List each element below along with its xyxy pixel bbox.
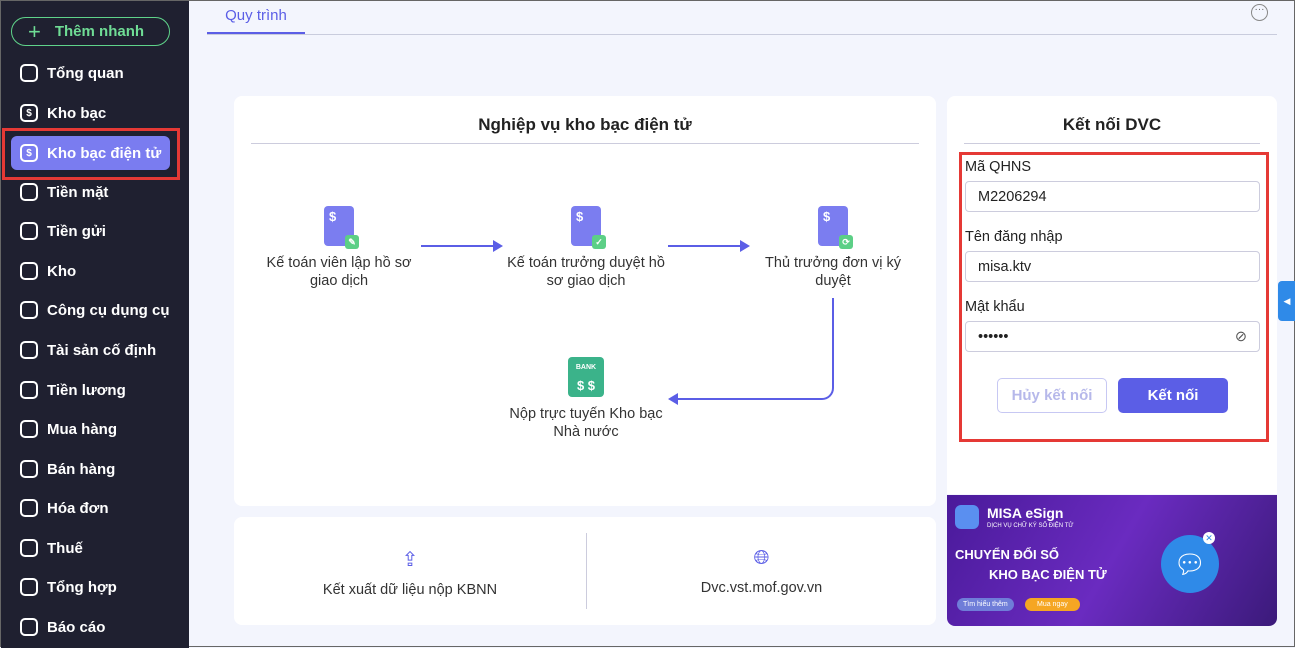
report-icon	[20, 618, 38, 636]
truck-icon	[20, 341, 38, 359]
sidebar-item-label: Tiền mặt	[47, 183, 109, 201]
sidebar: +Thêm nhanh Tổng quan $ Kho bạc $ Kho bạc đi…	[1, 1, 189, 648]
dvc-title: Kết nối DVC	[1062, 115, 1162, 134]
sidebar-item-9[interactable]: Mua hàng	[11, 412, 170, 446]
website-link[interactable]: 🌐︎Dvc.vst.mof.gov.vn	[587, 517, 936, 625]
arrow-right	[421, 240, 503, 252]
arrow-right	[668, 240, 750, 252]
divider	[251, 143, 919, 144]
buy-now-button[interactable]: Mua ngay	[1025, 598, 1080, 611]
step-1: $✎Kế toán viên lập hồ sơ giao dịch	[259, 206, 419, 290]
document-sign-icon: $⟳	[818, 206, 853, 249]
sidebar-item-label: Hóa đơn	[47, 499, 109, 517]
highlight-box	[959, 152, 1269, 442]
sidebar-item-5[interactable]: Kho	[11, 254, 170, 288]
sidebar-item-label: Tổng quan	[47, 64, 124, 82]
dvc-card: Kết nối DVC	[947, 96, 1277, 494]
sidebar-item-14[interactable]: Báo cáo	[11, 610, 170, 644]
document-edit-icon: $✎	[324, 206, 359, 249]
sidebar-item-label: Mua hàng	[47, 420, 117, 438]
upload-icon: ⇪	[401, 549, 419, 571]
sidebar-item-0[interactable]: Tổng quan	[11, 56, 170, 90]
process-card: Nghiệp vụ kho bạc điện tử	[234, 96, 936, 506]
document-check-icon: $✓	[571, 206, 606, 249]
sidebar-item-2[interactable]: $ Kho bạc điện tử	[11, 136, 170, 170]
sidebar-item-label: Công cụ dụng cụ	[47, 301, 170, 319]
code-input[interactable]: M2206294	[965, 181, 1260, 212]
password-input[interactable]: ••••••⊘	[965, 321, 1260, 352]
e-treasury-icon: $	[20, 144, 38, 162]
sidebar-item-label: Báo cáo	[47, 618, 106, 636]
sidebar-item-8[interactable]: Tiền lương	[11, 373, 170, 407]
sidebar-item-label: Thuế	[47, 539, 83, 557]
code-label: Mã QHNS	[965, 159, 1032, 175]
process-title: Nghiệp vụ kho bạc điện tử	[478, 115, 692, 134]
sidebar-item-1[interactable]: $ Kho bạc	[11, 96, 170, 130]
sidebar-item-7[interactable]: Tài sản cố định	[11, 333, 170, 367]
password-label: Mật khẩu	[965, 299, 1025, 315]
username-input[interactable]: misa.ktv	[965, 251, 1260, 282]
pie-chart-icon	[20, 64, 38, 82]
sidebar-item-13[interactable]: Tổng hợp	[11, 570, 170, 604]
step-2: $✓Kế toán trưởng duyệt hồ sơ giao dịch	[506, 206, 666, 290]
sidebar-item-10[interactable]: Bán hàng	[11, 452, 170, 486]
invoice-icon	[20, 499, 38, 517]
tab-quy-trinh[interactable]: Quy trình	[207, 1, 305, 35]
more-icon[interactable]: ···	[1251, 4, 1268, 21]
sidebar-item-label: Kho	[47, 262, 77, 280]
sidebar-item-11[interactable]: Hóa đơn	[11, 491, 170, 525]
sidebar-item-label: Tài sản cố định	[47, 341, 157, 359]
shop-icon	[20, 460, 38, 478]
esign-logo-icon	[955, 505, 979, 529]
learn-more-button[interactable]: Tìm hiểu thêm	[957, 598, 1014, 611]
salary-icon	[20, 381, 38, 399]
tab-divider	[207, 34, 1277, 35]
warehouse-icon	[20, 262, 38, 280]
plus-icon: +	[28, 18, 41, 44]
divider	[964, 143, 1260, 144]
sidebar-item-6[interactable]: Công cụ dụng cụ	[11, 293, 170, 327]
sidebar-item-label: Tiền lương	[47, 381, 126, 399]
highlight-box	[2, 128, 180, 180]
treasury-icon: $	[20, 104, 38, 122]
disconnect-button[interactable]: Hủy kết nối	[997, 378, 1107, 413]
sidebar-item-12[interactable]: Thuế	[11, 531, 170, 565]
sidebar-item-label: Tiền gửi	[47, 222, 106, 240]
eye-off-icon[interactable]: ⊘	[1234, 328, 1247, 345]
username-label: Tên đăng nhập	[965, 229, 1063, 245]
summary-icon	[20, 578, 38, 596]
collapse-panel-button[interactable]: ◀	[1278, 281, 1295, 321]
export-link[interactable]: ⇪Kết xuất dữ liệu nộp KBNN	[234, 517, 586, 625]
divider	[586, 533, 587, 609]
links-card: ⇪Kết xuất dữ liệu nộp KBNN 🌐︎Dvc.vst.mof…	[234, 517, 936, 625]
quick-add-button[interactable]: +Thêm nhanh	[11, 17, 170, 46]
cart-icon	[20, 420, 38, 438]
sidebar-item-label: Bán hàng	[47, 460, 116, 478]
tools-icon	[20, 301, 38, 319]
sidebar-item-4[interactable]: Tiền gửi	[11, 214, 170, 248]
sidebar-item-label: Kho bạc	[47, 104, 107, 122]
esign-banner[interactable]: MISA eSign DỊCH VỤ CHỮ KÝ SỐ ĐIỆN TỬ CHU…	[947, 495, 1277, 626]
connect-button[interactable]: Kết nối	[1118, 378, 1228, 413]
cash-icon	[20, 183, 38, 201]
arrow-head	[668, 393, 678, 405]
arrow-down-left	[670, 298, 834, 400]
globe-icon: 🌐︎	[753, 547, 770, 569]
step-3: $⟳Thủ trưởng đơn vị ký duyệt	[753, 206, 913, 290]
bank-icon	[20, 539, 38, 557]
bank-icon: BANK$ $	[568, 357, 604, 397]
close-icon[interactable]: ✕	[1203, 532, 1215, 544]
sidebar-item-3[interactable]: Tiền mặt	[11, 175, 170, 209]
sidebar-item-label: Tổng hợp	[47, 578, 117, 596]
deposit-icon	[20, 222, 38, 240]
sidebar-item-label: Kho bạc điện tử	[47, 144, 162, 162]
chat-icon[interactable]: 💬︎	[1161, 535, 1219, 593]
step-4: BANK$ $Nộp trực tuyến Kho bạc Nhà nước	[506, 357, 666, 441]
